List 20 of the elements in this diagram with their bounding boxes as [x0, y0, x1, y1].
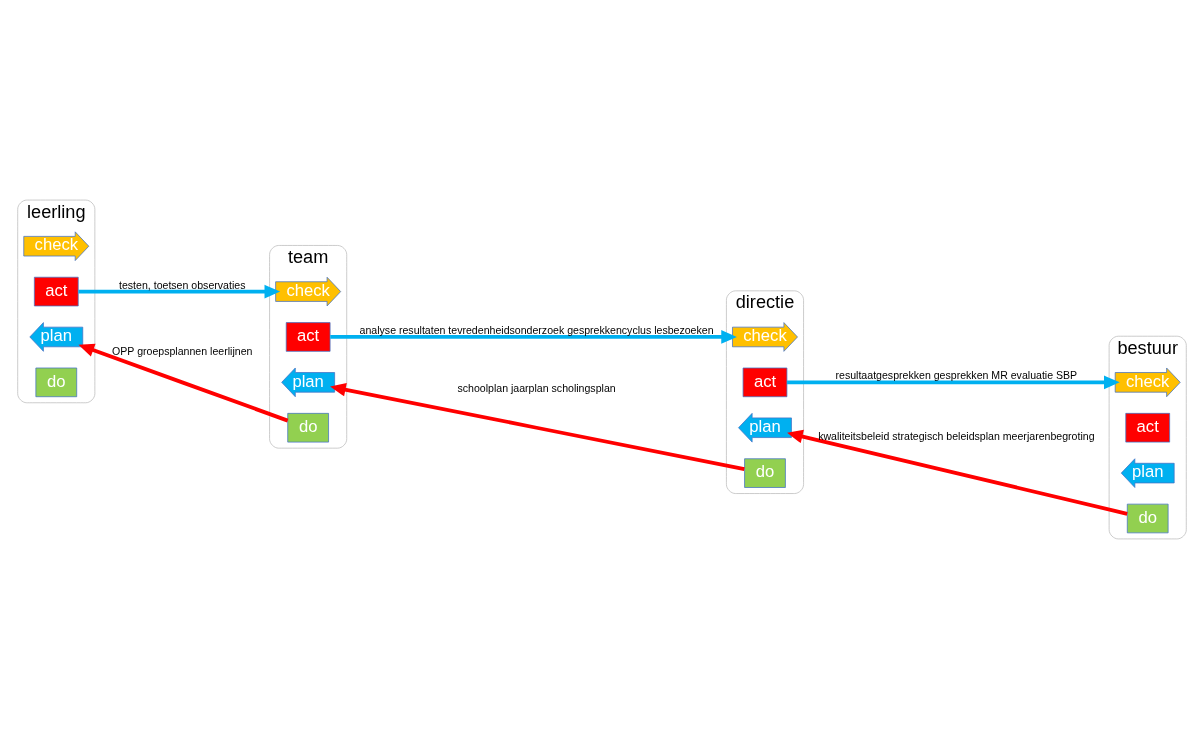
edge-label: schoolplan jaarplan scholingsplan — [457, 381, 616, 394]
node-box: do — [1126, 503, 1169, 533]
node-box: act — [33, 276, 79, 306]
edge-label: OPP groepsplannen leerlijnen — [112, 344, 253, 357]
node-box: do — [35, 367, 78, 397]
node-box: act — [285, 321, 331, 352]
edge-label: resultaatgesprekken gesprekken MR evaluatie SBP — [835, 368, 1078, 381]
edge-label: kwaliteitsbeleid strategisch beleidsplan meerjarenbegroting — [818, 429, 1095, 442]
node-box: do — [744, 457, 786, 488]
edge-label: analyse resultaten tevredenheidsonderzoek gesprekkencyclus lesbezoeken — [359, 323, 714, 336]
arrow — [78, 284, 281, 298]
edge-label: testen, toetsen observaties — [119, 278, 246, 291]
arrow — [330, 329, 737, 344]
node-box: do — [287, 412, 329, 442]
node-box: act — [742, 367, 788, 397]
node-box: act — [1125, 412, 1171, 442]
arrow — [330, 382, 745, 471]
arrow — [787, 375, 1120, 389]
arrow — [78, 343, 289, 422]
arrow — [787, 429, 1128, 516]
